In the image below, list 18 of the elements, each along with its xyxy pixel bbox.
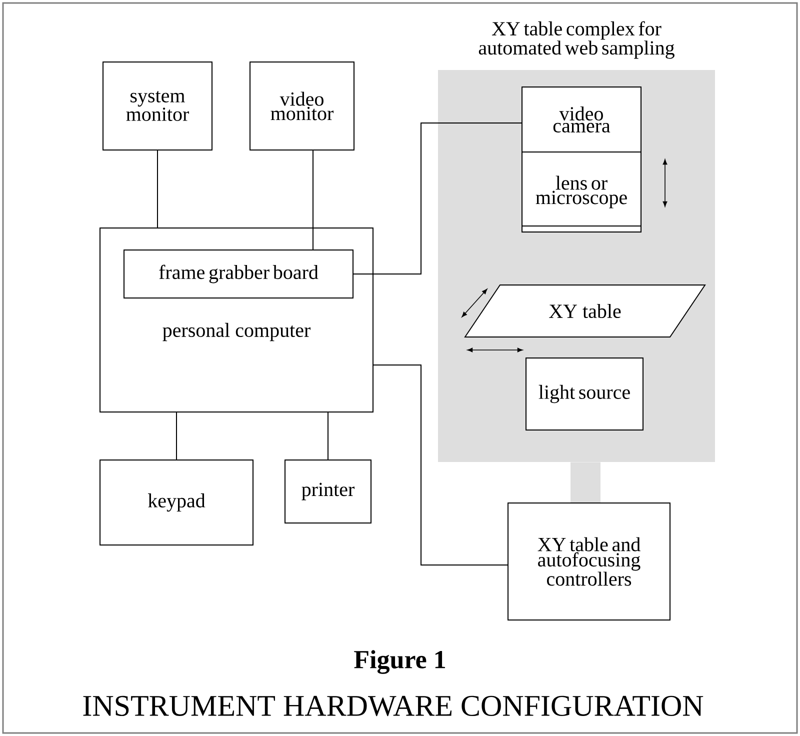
camera-box: video camera <box>522 86 642 152</box>
figure-number: Figure 1 <box>354 650 445 674</box>
node-label: XY table complex for automated web sampling <box>478 21 674 59</box>
light-box: light source <box>526 358 644 430</box>
connector-line <box>373 364 508 566</box>
printer-box: printer <box>284 460 372 524</box>
monitor-box: video monitor <box>250 62 354 150</box>
connector-line <box>176 412 177 460</box>
lens-box: lens or microscope <box>522 152 642 232</box>
controller-box: XY table and autofocusing controllers <box>508 502 670 620</box>
monitor-box: system monitor <box>102 62 212 150</box>
caption: INSTRUMENT HARDWARE CONFIGURATION <box>83 696 704 716</box>
board-box: frame grabber board <box>124 250 354 298</box>
connector-line <box>157 150 158 228</box>
keypad-box: keypad <box>100 460 254 546</box>
connector-line <box>312 150 314 250</box>
connector-band <box>570 462 600 502</box>
connector-line <box>353 122 522 274</box>
